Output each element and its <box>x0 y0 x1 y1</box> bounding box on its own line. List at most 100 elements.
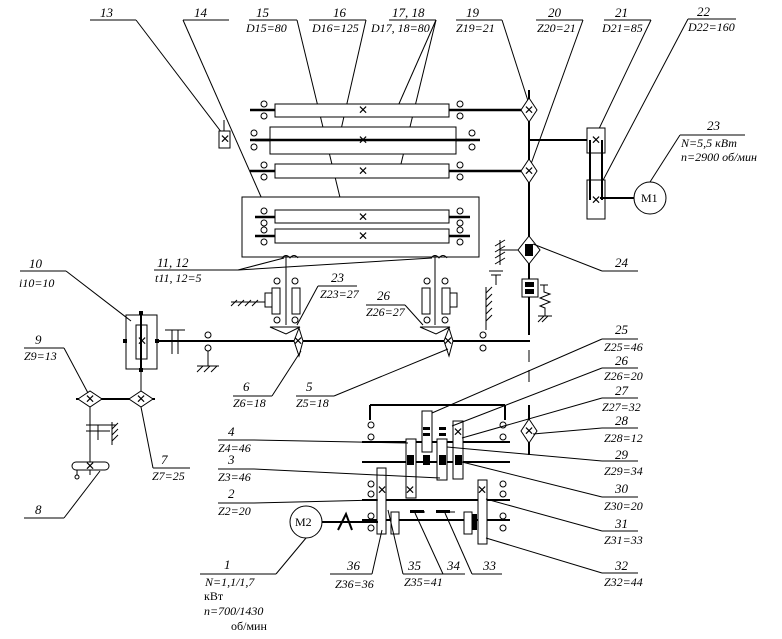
label-26-gear-value: Z26=27 <box>366 305 406 319</box>
label-19-value: Z19=21 <box>456 21 495 35</box>
label-10-group: 10 i10=10 <box>19 256 132 322</box>
label-33: 33 <box>482 558 497 573</box>
label-17-18-value: D17, 18=80 <box>370 21 430 35</box>
motor-m1-speed: n=2900 об/мин <box>681 150 757 164</box>
label-28: 28 <box>615 413 629 428</box>
motor-m2-power-unit: кВт <box>204 589 224 603</box>
label-2: 2 <box>228 486 235 501</box>
label-23-gear-value: Z23=27 <box>320 287 360 301</box>
label-5: 5 <box>306 379 313 394</box>
upper-bearings <box>250 100 476 246</box>
motor-m2-power: N=1,1/1,7 <box>204 575 255 589</box>
label-26-gear-group: 26 Z26=27 <box>366 288 424 326</box>
label-26-right: 26 <box>615 353 629 368</box>
svg-text:✕: ✕ <box>358 103 368 117</box>
label-35: 35 <box>407 558 422 573</box>
svg-text:✕: ✕ <box>453 425 463 439</box>
top-labels: 13 14 15 D15=80 16 D16=125 17, 18 D17, 1… <box>90 4 736 35</box>
svg-text:✕: ✕ <box>524 103 534 117</box>
label-3: 3 <box>227 452 235 467</box>
label-36-value: Z36=36 <box>335 577 374 591</box>
right-labels: 25 Z25=46 26 Z26=20 27 Z27=32 28 Z28=12 … <box>431 322 643 589</box>
belt-drive: ✕ ✕ <box>529 127 635 220</box>
label-32-value: Z32=44 <box>604 575 643 589</box>
label-11-12: 11, 12 <box>157 255 189 270</box>
label-9-group: 9 Z9=13 <box>24 332 89 394</box>
svg-text:✕: ✕ <box>377 483 387 497</box>
motor-m1: M1 23 N=5,5 кВт n=2900 об/мин <box>633 118 757 215</box>
label-20-value: Z20=21 <box>537 21 576 35</box>
label-23-gear: 23 <box>331 270 345 285</box>
labels-36-33: 36 Z36=36 35 Z35=41 34 33 <box>330 509 502 591</box>
label-6-value: Z6=18 <box>233 396 266 410</box>
motor-m2-speed-unit: об/мин <box>231 619 267 633</box>
label-4: 4 <box>228 424 235 439</box>
upper-rolls: ✕ ✕ ✕ ✕ ✕ <box>241 103 529 258</box>
label-32: 32 <box>614 558 629 573</box>
gearbox: ✕ ✕ ✕ ✕ <box>362 404 510 545</box>
label-7-value: Z7=25 <box>152 469 185 483</box>
label-26-right-value: Z26=20 <box>604 369 643 383</box>
motor-m1-power: N=5,5 кВт <box>680 136 737 150</box>
label-24-group: 24 <box>532 243 638 272</box>
label-11-12-group: 11, 12 t11, 12=5 <box>154 255 433 285</box>
label-2-value: Z2=20 <box>218 504 251 518</box>
label-23-motor: 23 <box>707 118 721 133</box>
label-26-gear: 26 <box>377 288 391 303</box>
label-8: 8 <box>35 502 42 517</box>
label-7-group: 7 Z7=25 <box>140 406 190 483</box>
label-23-gear-group: 23 Z23=27 <box>296 270 360 326</box>
label-10-value: i10=10 <box>19 276 54 290</box>
label-14: 14 <box>194 5 208 20</box>
motor-m1-label: M1 <box>641 191 658 205</box>
label-31-value: Z31=33 <box>604 533 643 547</box>
svg-text:✕: ✕ <box>358 229 368 243</box>
label-20: 20 <box>548 5 562 20</box>
svg-text:✕: ✕ <box>524 424 534 438</box>
svg-text:✕: ✕ <box>591 133 601 147</box>
label-15: 15 <box>256 5 270 20</box>
svg-text:✕: ✕ <box>405 483 415 497</box>
worm-reducer-10: ✕ <box>123 311 159 392</box>
label-17-18: 17, 18 <box>392 5 425 20</box>
label-22: 22 <box>697 4 711 19</box>
label-28-value: Z28=12 <box>604 431 643 445</box>
vertical-shaft: ✕ ✕ ✕ <box>485 90 552 455</box>
label-11-12-value: t11, 12=5 <box>155 271 202 285</box>
label-8-group: 8 <box>24 470 101 519</box>
label-9: 9 <box>35 332 42 347</box>
label-30-value: Z30=20 <box>604 499 643 513</box>
svg-text:✕: ✕ <box>220 132 230 146</box>
svg-text:✕: ✕ <box>85 392 95 406</box>
label-31: 31 <box>614 516 628 531</box>
label-16-value: D16=125 <box>311 21 359 35</box>
label-29-value: Z29=34 <box>604 464 643 478</box>
label-27: 27 <box>615 383 629 398</box>
svg-text:✕: ✕ <box>358 133 368 147</box>
svg-text:✕: ✕ <box>85 459 95 473</box>
left-lower-gearing: ✕ ✕ ✕ <box>71 390 155 480</box>
label-16: 16 <box>333 5 347 20</box>
coupling-13: ✕ <box>218 120 231 149</box>
label-29: 29 <box>615 447 629 462</box>
label-36: 36 <box>346 558 361 573</box>
label-4-value: Z4=46 <box>218 441 251 455</box>
labels-4-3-2: 4 Z4=46 3 Z3=46 2 Z2=20 <box>218 424 441 518</box>
label-30: 30 <box>614 481 629 496</box>
label-21-value: D21=85 <box>601 21 643 35</box>
label-21: 21 <box>615 5 628 20</box>
svg-text:✕: ✕ <box>358 164 368 178</box>
label-19: 19 <box>466 5 480 20</box>
label-9-value: Z9=13 <box>24 349 57 363</box>
label-1: 1 <box>224 557 231 572</box>
label-3-value: Z3=46 <box>218 470 251 484</box>
svg-text:✕: ✕ <box>358 210 368 224</box>
label-1-group: 1 N=1,1/1,7 кВт n=700/1430 об/мин <box>200 557 276 633</box>
svg-text:✕: ✕ <box>293 334 303 348</box>
label-6-5-group: 6 Z6=18 5 Z5=18 <box>233 348 449 410</box>
label-5-value: Z5=18 <box>296 396 329 410</box>
motor-m2-speed: n=700/1430 <box>204 604 263 618</box>
label-27-value: Z27=32 <box>602 400 641 414</box>
svg-text:✕: ✕ <box>524 164 534 178</box>
